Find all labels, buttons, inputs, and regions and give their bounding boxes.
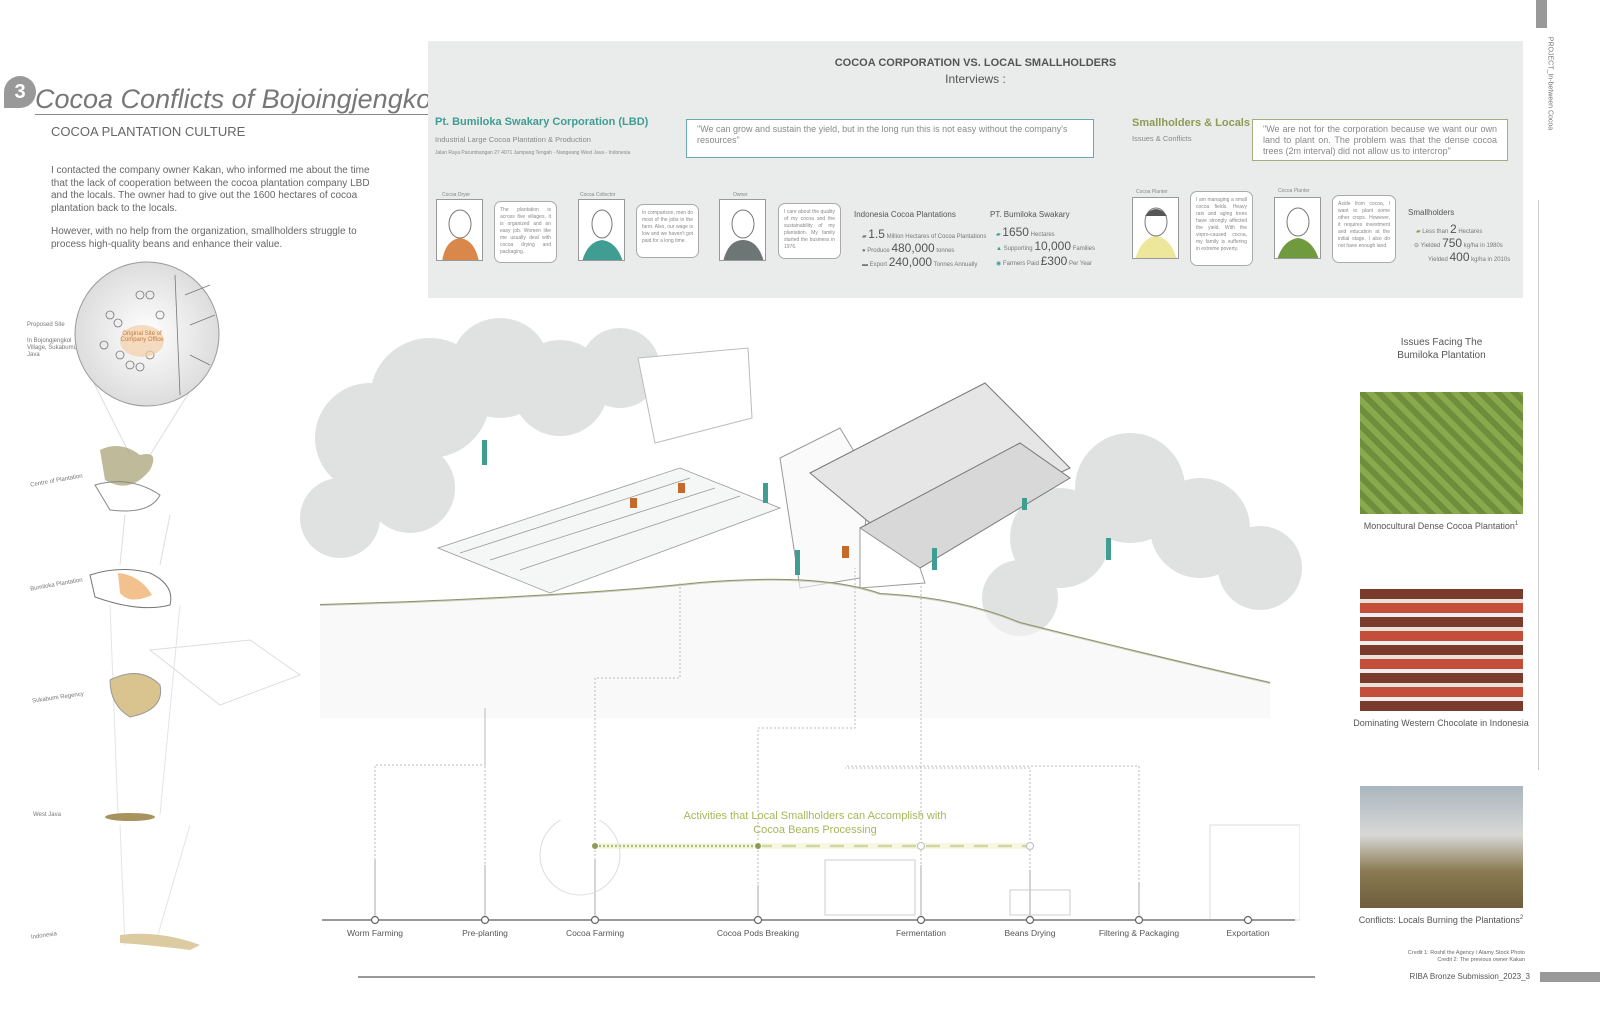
stat-row: ▬ Export 240,000 Tonnes Annually — [862, 255, 978, 269]
stat-row: ▰ Less than 2 Hectares — [1416, 222, 1483, 236]
interviews-heading: COCOA CORPORATION VS. LOCAL SMALLHOLDERS — [834, 57, 1117, 69]
portrait-cocoa-dryer — [436, 199, 483, 261]
person-role: Cocoa Planter — [1278, 188, 1310, 194]
corporation-address: Jalan Raya Parumbangan 27 4071 Jampang T… — [435, 150, 631, 156]
quote-bubble: I care about the quality of my cocoa and… — [778, 203, 841, 259]
map-label: West Java — [33, 812, 61, 818]
highlight-activities-label: Activities that Local Smallholders can A… — [683, 810, 947, 836]
photo-chocolate-shelves — [1360, 589, 1523, 711]
quote-bubble: The plantation is across five villages, … — [494, 201, 557, 263]
divider-right — [1538, 200, 1539, 770]
original-site-label: Original Site of Company Office — [120, 331, 164, 343]
footer-line — [358, 976, 1315, 978]
quote-bubble: In comparison, men do most of the jobs i… — [636, 204, 699, 258]
plantation-axonometric-illustration — [300, 318, 1302, 920]
hectare-icon: ▰ — [862, 234, 869, 240]
stat-row: ● Produce 480,000 tonnes — [862, 241, 955, 255]
site-location-label: In Bojongjengkol Village, Sukabumi, Java — [27, 338, 77, 358]
person-role: Owner — [733, 192, 748, 198]
minus-circle-icon: ⊖ — [1414, 243, 1421, 249]
step-worm-farming: Worm Farming — [346, 928, 404, 938]
drying-racks — [436, 467, 782, 594]
side-label: PROJECT_In-between Cocoa — [1546, 36, 1554, 131]
photo-caption: Dominating Western Chocolate in Indonesi… — [1353, 718, 1529, 728]
person-role: Cocoa Dryer — [442, 192, 471, 198]
photo-caption: Conflicts: Locals Burning the Plantation… — [1358, 915, 1524, 925]
credits: Credit 1: Roshil the Agency / Alamy Stoc… — [1407, 950, 1525, 963]
indonesia-stats-title: Indonesia Cocoa Plantations — [854, 210, 956, 219]
stat-row: Yielded 400 kg/ha in 2010s — [1428, 250, 1511, 264]
person-role: Cocoa Planter — [1136, 189, 1168, 195]
issues-title: Issues Facing The Bumiloka Plantation — [1397, 337, 1486, 361]
page-subtitle: COCOA PLANTATION CULTURE — [51, 124, 246, 139]
interviews-subheading: Interviews : — [945, 72, 1006, 86]
ship-icon: ▬ — [862, 262, 870, 268]
step-pods-breaking: Cocoa Pods Breaking — [716, 928, 800, 938]
portrait-cocoa-planter — [1274, 197, 1321, 259]
footer-marker — [1540, 972, 1600, 982]
smallholders-quote: "We are not for the corporation because … — [1252, 119, 1508, 161]
coin-icon: ◉ — [996, 261, 1003, 267]
page-title: Cocoa Conflicts of Bojoingjengkol — [35, 84, 438, 115]
cocoa-pod-icon: ● — [862, 248, 868, 254]
step-filtering-packaging: Filtering & Packaging — [1098, 928, 1180, 938]
corporation-type: Industrial Large Cocoa Plantation & Prod… — [435, 135, 591, 144]
truck — [637, 347, 753, 444]
corporation-quote: "We can grow and sustain the yield, but … — [686, 119, 1094, 158]
section-number-leaf-icon: 3 — [4, 76, 36, 108]
stat-row: ▲ Supporting 10,000 Families — [996, 239, 1096, 253]
corner-marker — [1536, 0, 1547, 28]
step-pre-planting: Pre-planting — [462, 928, 508, 938]
quote-bubble: I am managing a small cocoa fields. Heav… — [1190, 191, 1253, 266]
stat-row: ▰ 1650 Hectares — [996, 225, 1055, 239]
hectare-icon: ▰ — [996, 232, 1003, 238]
portrait-cocoa-collector — [578, 199, 625, 261]
stat-row: ◉ Farmers Paid £300 Per Year — [996, 254, 1092, 268]
quote-bubble: Aside from cocoa, I want to plant some o… — [1332, 195, 1396, 263]
process-timeline — [322, 820, 1300, 925]
stat-row: ▰ 1.5 Million Hectares of Cocoa Plantati… — [862, 227, 987, 241]
photo-caption: Monocultural Dense Cocoa Plantation1 — [1363, 521, 1519, 531]
step-fermentation: Fermentation — [895, 928, 947, 938]
hectare-icon: ▰ — [1416, 229, 1423, 235]
smallholders-name: Smallholders & Locals — [1132, 117, 1250, 129]
step-beans-drying: Beans Drying — [1004, 928, 1056, 938]
truck-outline — [1209, 824, 1300, 921]
portrait-cocoa-planter — [1132, 197, 1179, 259]
company-stats-title: PT. Bumiloka Swakary — [990, 210, 1070, 219]
photo-burning-plantation — [1360, 786, 1523, 908]
intro-paragraph: However, with no help from the organizat… — [51, 226, 357, 250]
step-cocoa-farming: Cocoa Farming — [565, 928, 625, 938]
submission-label: RIBA Bronze Submission_2023_3 — [1409, 972, 1530, 981]
corporation-name: Pt. Bumiloka Swakary Corporation (LBD) — [435, 116, 649, 128]
person-role: Cocoa Collector — [580, 192, 616, 198]
trees — [300, 318, 1302, 636]
photo-dense-plantation — [1360, 392, 1523, 514]
location-maps — [74, 261, 302, 950]
smallholders-type: Issues & Conflicts — [1132, 134, 1192, 143]
step-exportation: Exportation — [1226, 928, 1270, 938]
house-icon: ▲ — [996, 246, 1004, 252]
intro-paragraph: I contacted the company owner Kakan, who… — [51, 165, 370, 214]
proposed-site-label: Proposed Site — [27, 322, 65, 328]
interviews-panel: COCOA CORPORATION VS. LOCAL SMALLHOLDERS… — [428, 41, 1523, 298]
portrait-owner — [719, 199, 766, 261]
stat-row: ⊖ Yielded 750 kg/ha in 1980s — [1414, 236, 1503, 250]
smallholders-stats-title: Smallholders — [1408, 208, 1455, 217]
